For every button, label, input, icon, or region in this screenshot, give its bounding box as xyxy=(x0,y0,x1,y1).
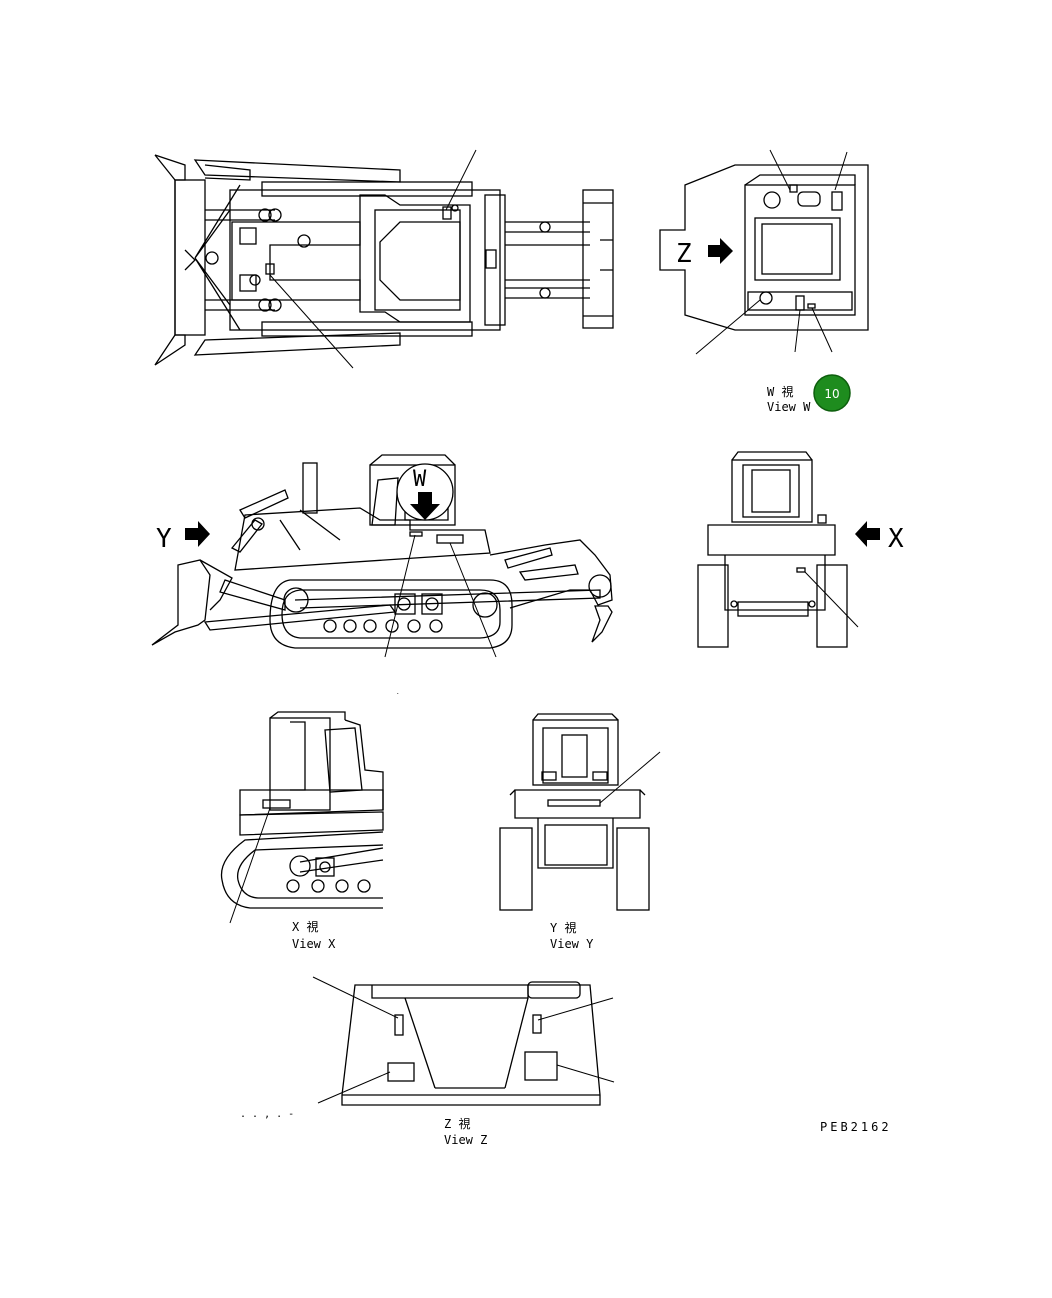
view-y-en: View Y xyxy=(550,937,594,951)
arrow-z-icon xyxy=(708,238,733,264)
rear-view-dozer: X xyxy=(697,451,904,648)
view-z: Z 視 View Z . . , . - xyxy=(240,976,615,1147)
view-y-jp: Y 視 xyxy=(550,920,576,935)
arrow-z-label: Z xyxy=(676,239,692,269)
svg-text:.: . xyxy=(396,689,400,696)
drawing-code: PEB2162 xyxy=(820,1120,892,1134)
view-w-en: View W xyxy=(767,400,811,414)
view-x-jp: X 視 xyxy=(292,919,318,934)
view-w: Z W 視 View W 10 xyxy=(659,149,869,414)
side-view-dozer: Y W xyxy=(151,454,613,696)
arrow-x-label: X xyxy=(888,524,904,554)
top-view-dozer xyxy=(154,149,614,369)
arrow-y-icon xyxy=(185,521,210,547)
view-z-en: View Z xyxy=(444,1133,487,1147)
arrow-y-label: Y xyxy=(156,524,172,554)
arrow-x-icon xyxy=(855,521,880,547)
callout-badge xyxy=(813,374,851,412)
view-w-jp: W 視 xyxy=(767,384,793,399)
view-z-jp: Z 視 xyxy=(444,1116,470,1131)
stray-mark: . . , . - xyxy=(240,1109,294,1120)
view-y: Y 視 View Y xyxy=(499,713,661,951)
arrow-w-icon xyxy=(410,492,440,520)
badge-number: 10 xyxy=(824,387,839,401)
view-x: X 視 View X xyxy=(220,711,384,951)
arrow-w-label: W xyxy=(413,467,427,492)
view-x-en: View X xyxy=(292,937,336,951)
